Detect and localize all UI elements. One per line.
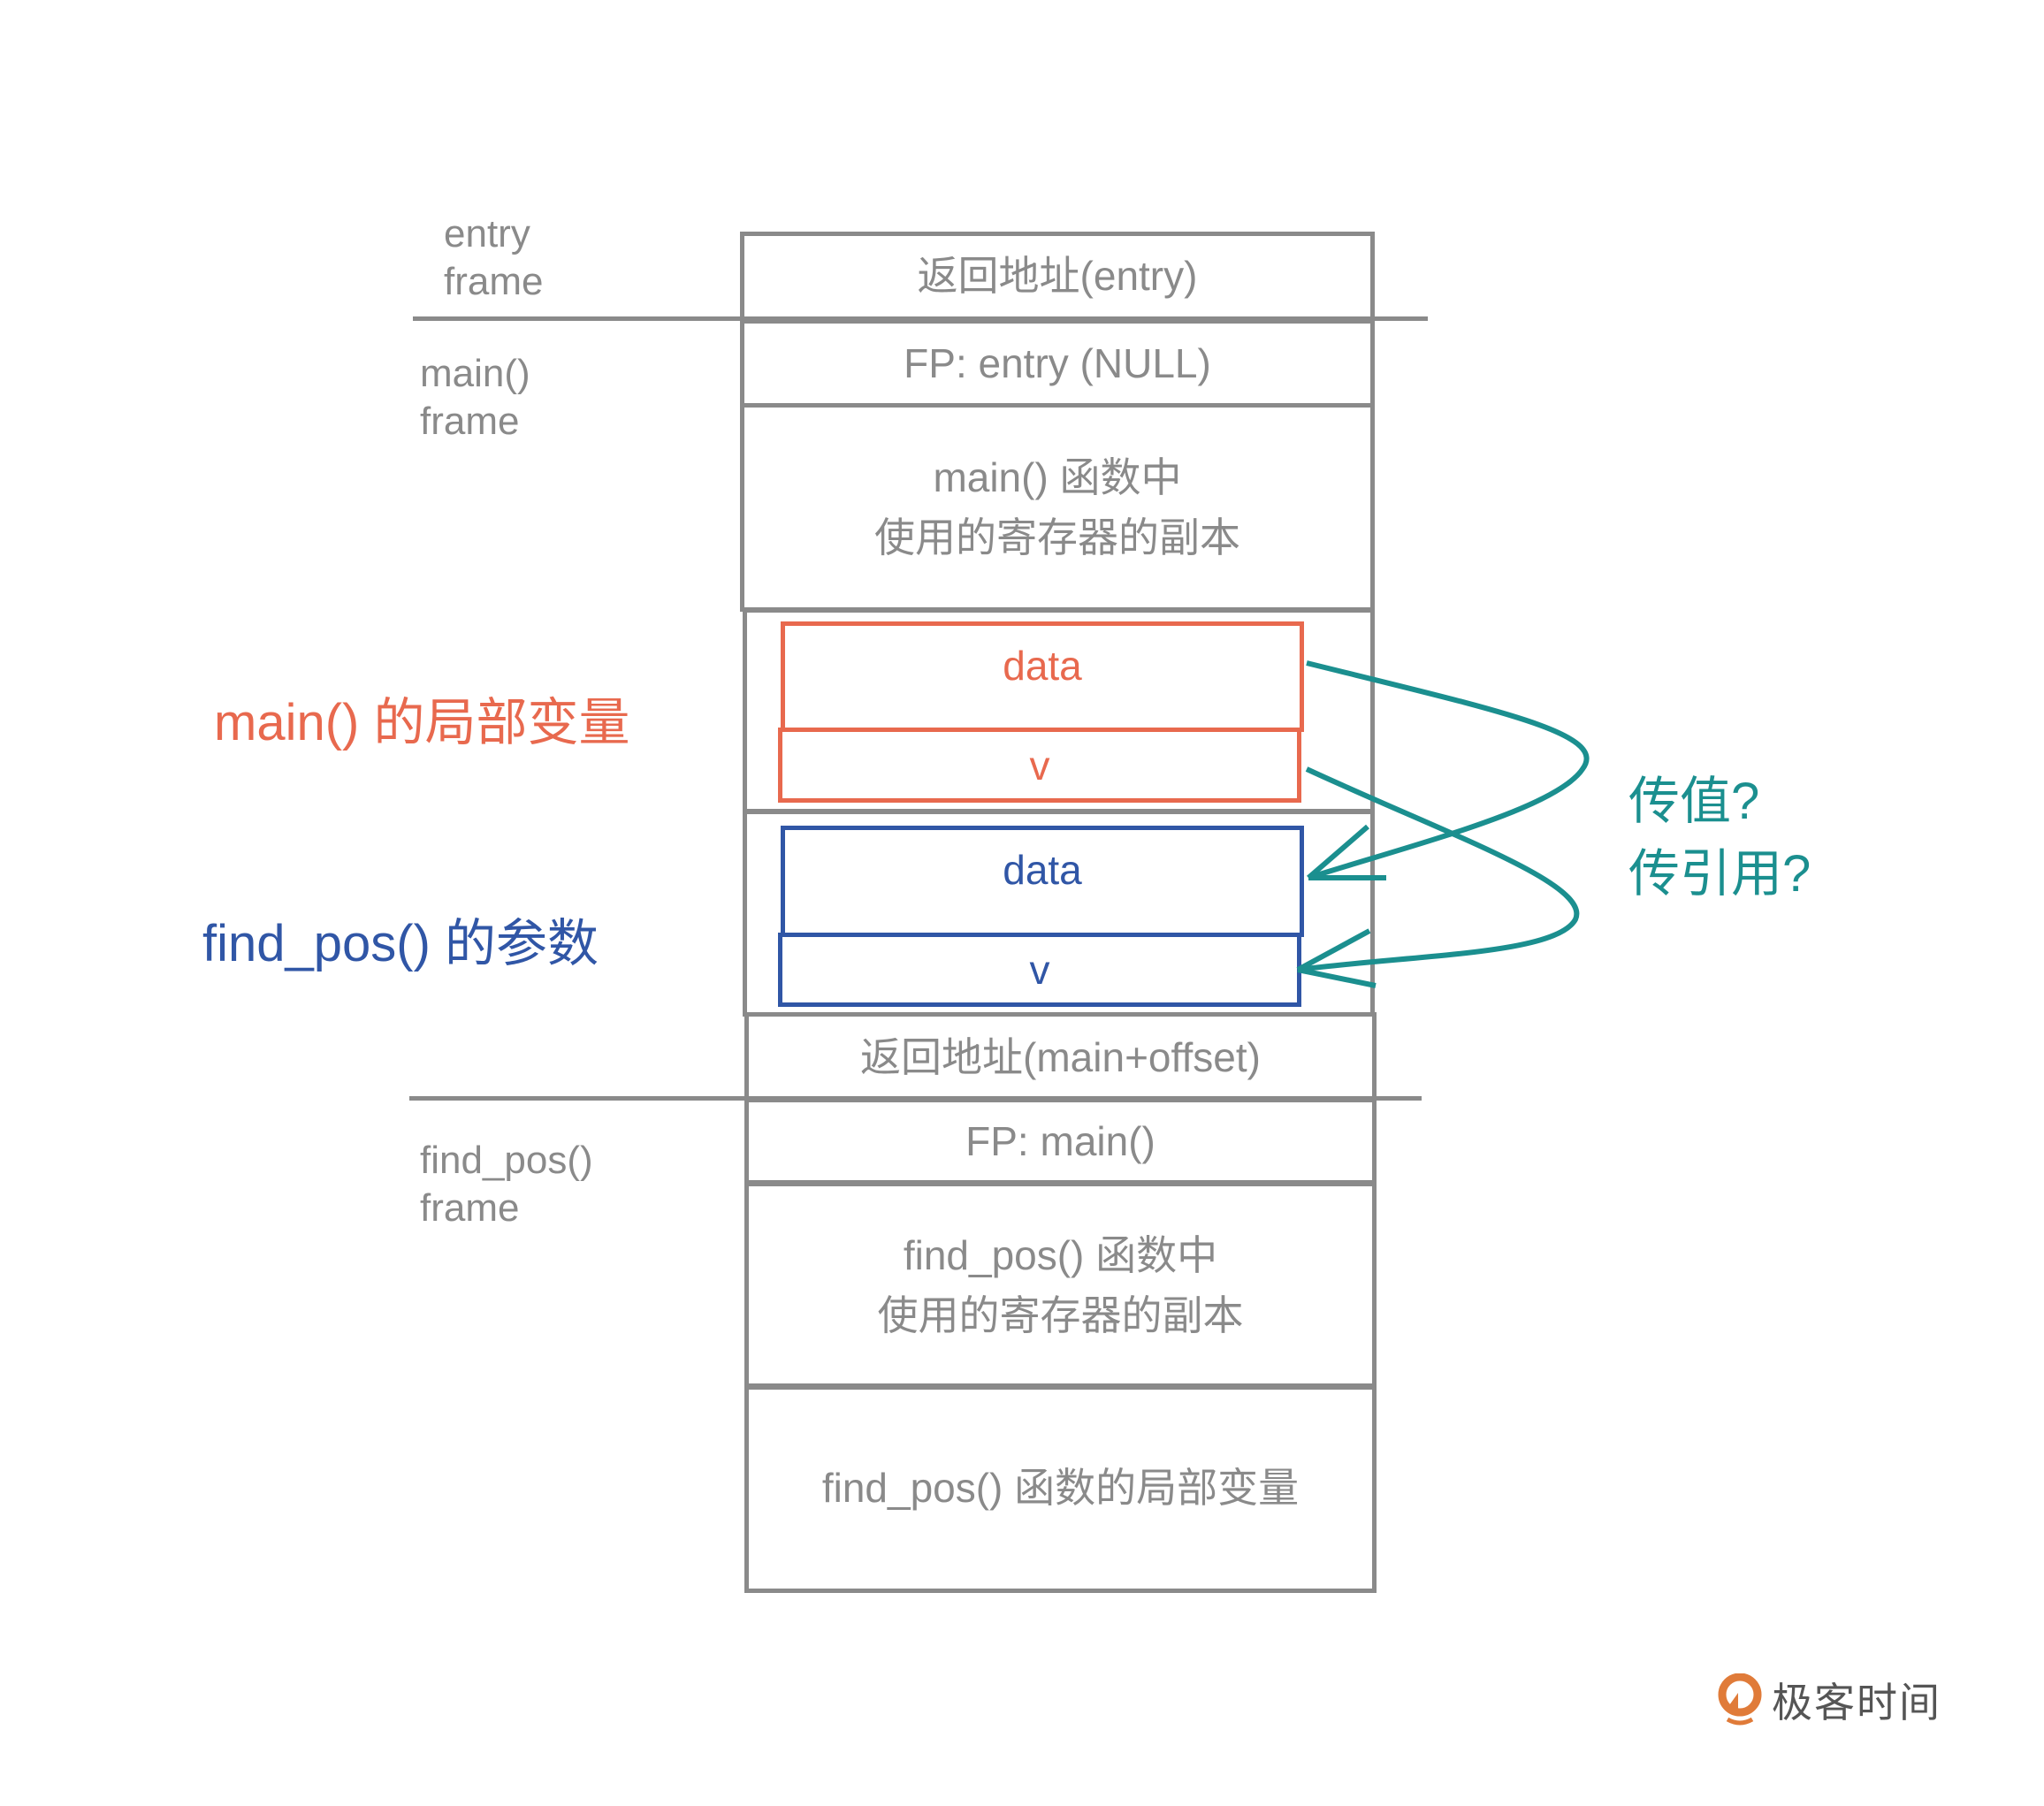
main-return-address-text: 返回地址(main+offset) [860,1033,1261,1080]
find-pos-registers-cell: find_pos() 函数中 使用的寄存器的副本 [744,1180,1377,1390]
v-arrowhead-upper-barb [1296,928,1371,972]
param-data-text: data [1003,847,1082,893]
find-pos-registers-text: find_pos() 函数中 使用的寄存器的副本 [877,1231,1244,1338]
v-arrowhead-lower-barb [1297,967,1377,988]
main-return-address-cell: 返回地址(main+offset) [744,1012,1377,1102]
find-pos-frame-label: find_pos() frame [420,1139,593,1230]
main-v-text: v [1029,742,1050,789]
find-pos-params-label: find_pos() 的参数 [202,915,599,972]
find-pos-locals-text: find_pos() 函数的局部变量 [821,1465,1300,1511]
main-v-box: v [778,728,1301,803]
entry-return-address-cell: 返回地址(entry) [740,232,1375,321]
main-registers-text: main() 函数中 使用的寄存器的副本 [874,454,1240,560]
main-registers-cell: main() 函数中 使用的寄存器的副本 [740,403,1375,612]
find-pos-fp-text: FP: main() [965,1117,1155,1164]
entry-return-address-text: 返回地址(entry) [917,253,1198,299]
main-locals-label: main() 的局部变量 [214,694,630,751]
data-arrowhead-upper-barb [1307,824,1369,880]
pass-by-value-question: 传值? [1628,773,1760,830]
entry-frame-label: entry frame [444,212,544,303]
find-pos-locals-cell: find_pos() 函数的局部变量 [744,1383,1377,1593]
main-fp-text: FP: entry (NULL) [904,339,1211,386]
geektime-logo-text: 极客时间 [1772,1680,1941,1726]
main-frame-label: main() frame [420,352,530,443]
geektime-logo: 极客时间 [1717,1671,1941,1729]
geektime-logo-icon [1718,1673,1762,1726]
data-copy-arrow [1306,660,1590,880]
param-v-text: v [1029,947,1050,993]
pass-by-reference-question: 传引用? [1628,845,1811,903]
main-data-text: data [1003,643,1082,689]
v-copy-arrow [1297,766,1580,972]
